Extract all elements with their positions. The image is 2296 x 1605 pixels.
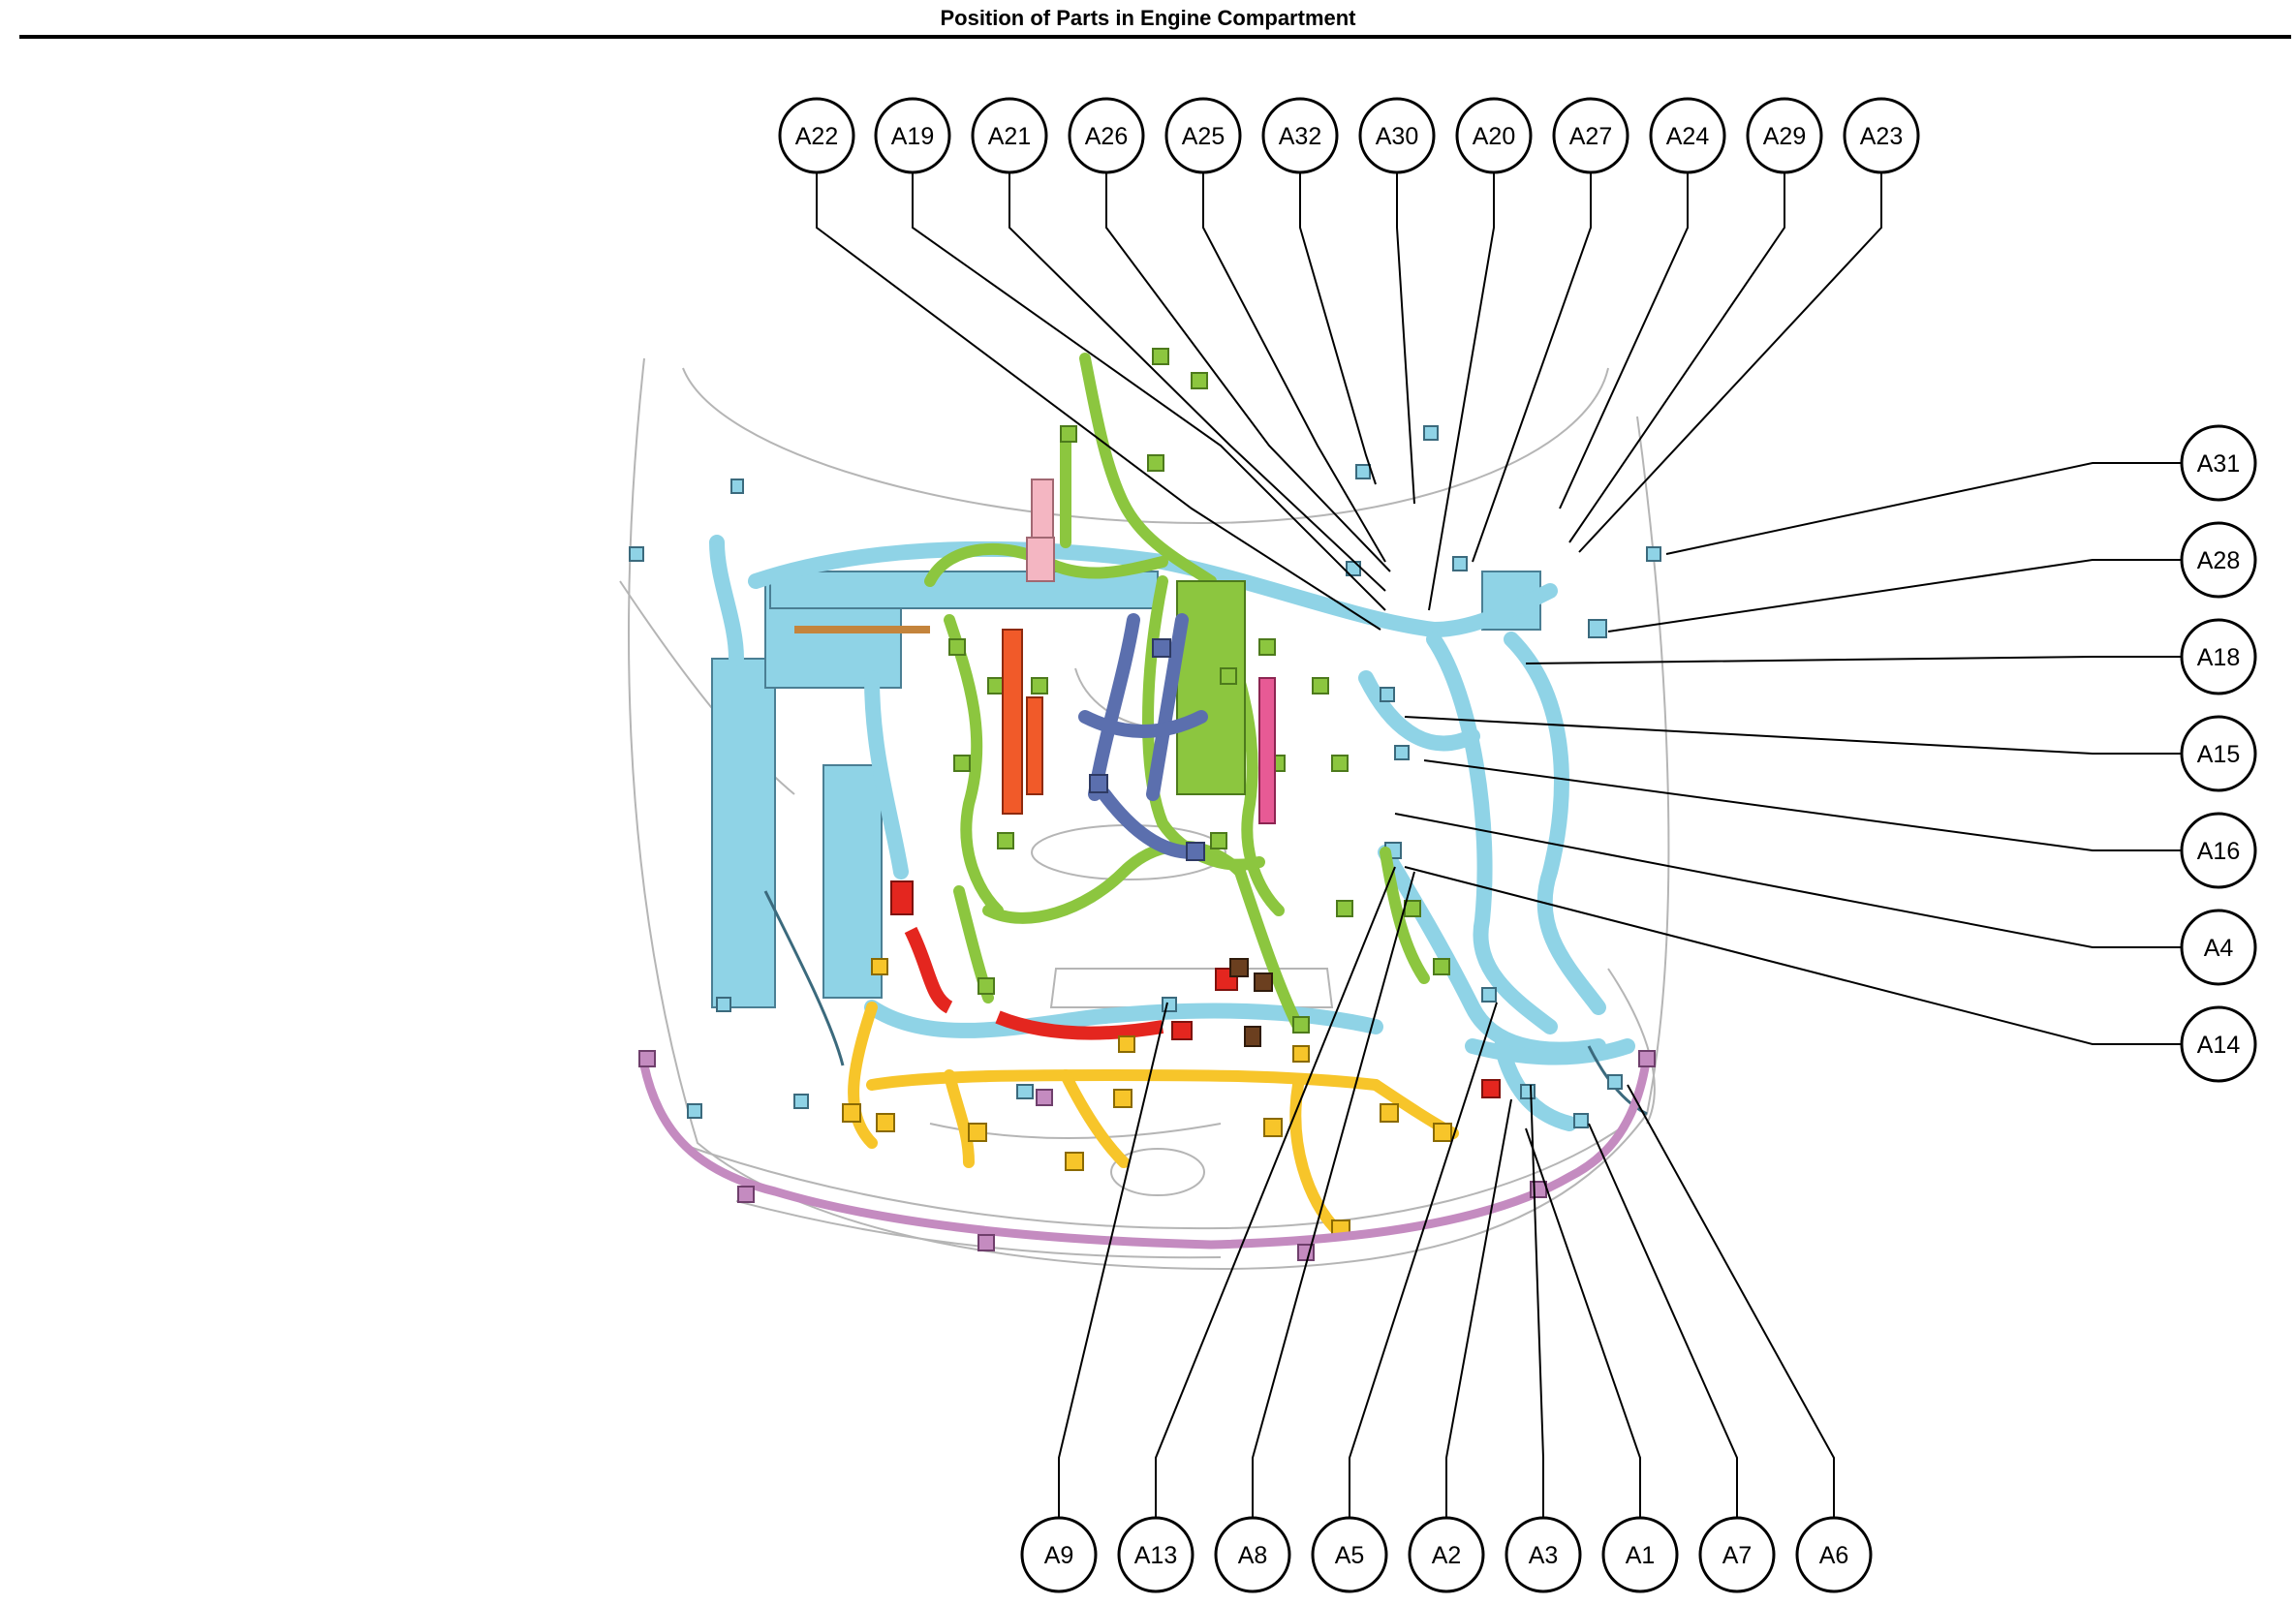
callout-a21: A21 xyxy=(971,97,1048,174)
callout-a5: A5 xyxy=(1311,1516,1388,1593)
title-rule xyxy=(19,35,2291,39)
callout-label-a30: A30 xyxy=(1376,123,1418,150)
callout-label-a9: A9 xyxy=(1044,1542,1074,1569)
callout-a32: A32 xyxy=(1261,97,1339,174)
callouts-bottom: A9 A13 A8 A5 A2 A3 A1 A7 A6 xyxy=(1020,1516,1873,1593)
callout-label-a15: A15 xyxy=(2197,741,2240,768)
callout-label-a8: A8 xyxy=(1238,1542,1268,1569)
callout-a13: A13 xyxy=(1117,1516,1195,1593)
callout-label-a31: A31 xyxy=(2197,450,2240,478)
vehicle-outline xyxy=(619,357,1670,1271)
callout-label-a13: A13 xyxy=(1134,1542,1177,1569)
callout-label-a27: A27 xyxy=(1569,123,1612,150)
harness-brown xyxy=(794,626,1273,1047)
callouts-top: A22 A19 A21 A26 A25 A32 A30 A20 A27 A24 … xyxy=(778,97,1920,174)
callout-label-a7: A7 xyxy=(1722,1542,1753,1569)
harness-navy xyxy=(1078,613,1208,861)
callout-label-a25: A25 xyxy=(1182,123,1225,150)
callout-label-a6: A6 xyxy=(1819,1542,1849,1569)
callout-a30: A30 xyxy=(1358,97,1436,174)
callout-label-a21: A21 xyxy=(988,123,1031,150)
callout-a6: A6 xyxy=(1795,1516,1873,1593)
callout-a20: A20 xyxy=(1455,97,1533,174)
callout-label-a23: A23 xyxy=(1860,123,1903,150)
callout-label-a4: A4 xyxy=(2204,935,2234,962)
callout-a8: A8 xyxy=(1214,1516,1291,1593)
callout-a22: A22 xyxy=(778,97,855,174)
callout-a14: A14 xyxy=(2180,1005,2257,1083)
callout-label-a18: A18 xyxy=(2197,644,2240,671)
callout-a2: A2 xyxy=(1408,1516,1485,1593)
callout-a24: A24 xyxy=(1649,97,1726,174)
callout-label-a29: A29 xyxy=(1763,123,1806,150)
callout-a18: A18 xyxy=(2180,618,2257,695)
callout-label-a16: A16 xyxy=(2197,838,2240,865)
callout-label-a20: A20 xyxy=(1473,123,1515,150)
callout-a31: A31 xyxy=(2180,424,2257,502)
callout-a27: A27 xyxy=(1552,97,1629,174)
callout-a15: A15 xyxy=(2180,715,2257,792)
harness-purple xyxy=(638,1050,1656,1261)
callout-label-a3: A3 xyxy=(1529,1542,1559,1569)
callout-a7: A7 xyxy=(1698,1516,1776,1593)
callout-a23: A23 xyxy=(1843,97,1920,174)
callout-label-a24: A24 xyxy=(1666,123,1710,150)
callout-label-a19: A19 xyxy=(891,123,934,150)
harness-pink xyxy=(1026,478,1276,824)
callout-a3: A3 xyxy=(1505,1516,1582,1593)
callout-label-a1: A1 xyxy=(1626,1542,1656,1569)
callout-label-a32: A32 xyxy=(1279,123,1321,150)
callout-a26: A26 xyxy=(1068,97,1145,174)
callout-label-a14: A14 xyxy=(2197,1032,2241,1059)
callout-label-a2: A2 xyxy=(1432,1542,1462,1569)
callout-a28: A28 xyxy=(2180,521,2257,599)
callout-leader-lines xyxy=(816,163,2182,1519)
callout-label-a26: A26 xyxy=(1085,123,1128,150)
callout-a25: A25 xyxy=(1164,97,1242,174)
callout-label-a22: A22 xyxy=(795,123,838,150)
callouts-right: A31 A28 A18 A15 A16 A4 A14 xyxy=(2180,424,2257,1083)
harness-green xyxy=(924,348,1450,1034)
harness-yellow xyxy=(842,958,1459,1239)
callout-a1: A1 xyxy=(1601,1516,1679,1593)
callout-label-a28: A28 xyxy=(2197,547,2240,574)
page-title: Position of Parts in Engine Compartment xyxy=(940,6,1356,30)
callout-a19: A19 xyxy=(874,97,951,174)
callout-a4: A4 xyxy=(2180,909,2257,986)
callout-a9: A9 xyxy=(1020,1516,1098,1593)
callout-a29: A29 xyxy=(1746,97,1823,174)
harness-red-orange xyxy=(890,629,1501,1098)
callout-label-a5: A5 xyxy=(1335,1542,1365,1569)
callout-a16: A16 xyxy=(2180,812,2257,889)
